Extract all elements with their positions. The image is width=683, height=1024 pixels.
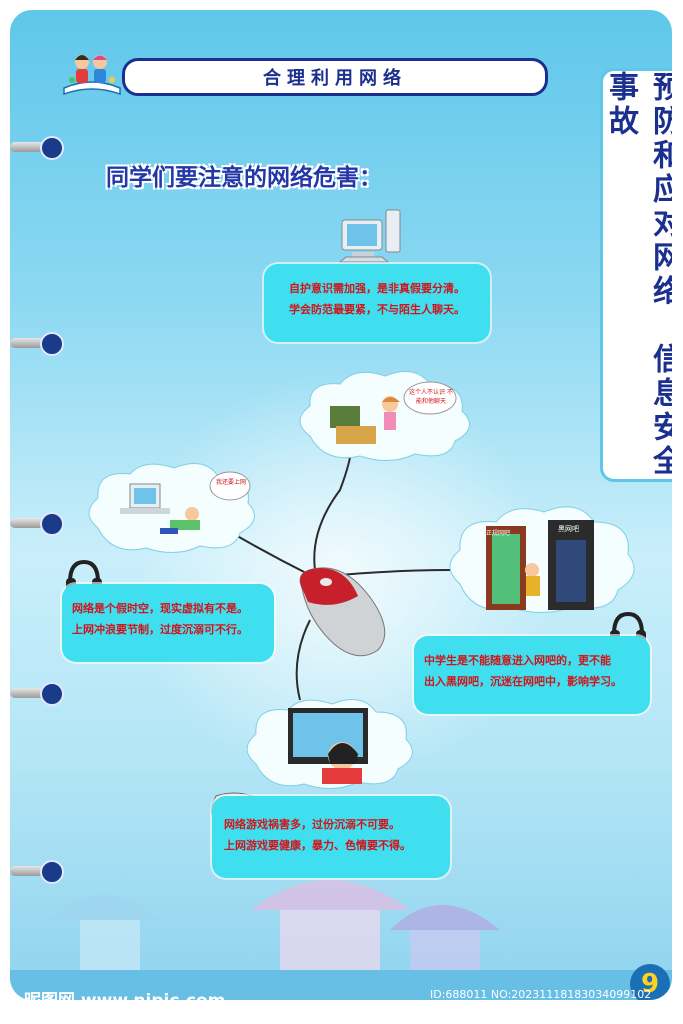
card-virtual: 网络是个假时空，现实虚拟有不是。 上网冲浪要节制，过度沉溺可不行。: [62, 584, 274, 662]
card-games-line1: 网络游戏祸害多，过份沉溺不可要。: [224, 818, 400, 831]
cloud-overuse: 我还要上网: [80, 458, 260, 558]
cloud-gaming: [238, 694, 418, 794]
cloud-internet-cafe: 正规网吧 黑网吧: [440, 500, 640, 618]
watermark-site: 昵图网 www.nipic.com: [24, 991, 226, 1011]
page-title: 合理利用网络: [263, 68, 407, 89]
binder-ring: [10, 136, 64, 160]
card-privacy-line2: 学会防范最要紧，不与陌生人聊天。: [289, 303, 465, 316]
sign-black-cafe: 黑网吧: [558, 525, 579, 533]
bubble-overuse: 我还要上网: [215, 479, 246, 486]
computer-mouse-icon: [294, 566, 394, 662]
card-cafe-line1: 中学生是不能随意进入网吧的，更不能: [424, 654, 611, 667]
card-cafe-line2: 出入黑网吧，沉迷在网吧中，影响学习。: [424, 675, 622, 688]
section-heading: 同学们要注意的网络危害：: [106, 165, 382, 191]
binder-ring: [10, 512, 64, 536]
binder-ring: [10, 332, 64, 356]
binder-ring: [10, 682, 64, 706]
sign-regular-cafe: 正规网吧: [486, 530, 511, 537]
binder-ring: [10, 860, 64, 884]
card-privacy-line1: 自护意识需加强，是非真假要分清。: [289, 282, 465, 295]
card-virtual-line2: 上网冲浪要节制，过度沉溺可不行。: [72, 623, 248, 636]
mushroom-house-scenery: [10, 880, 672, 1000]
card-privacy: 自护意识需加强，是非真假要分清。 学会防范最要紧，不与陌生人聊天。: [264, 264, 490, 342]
side-banner: 预防和应对网络、信息安全事故: [600, 68, 672, 482]
cloud-stranger-chat: 这个人不认识 不能和他聊天: [290, 366, 480, 466]
side-banner-text: 预防和应对网络、信息安全事故: [603, 71, 672, 479]
watermark-id: ID:688011 NO:20231118183034099102: [430, 988, 652, 1001]
card-cafe: 中学生是不能随意进入网吧的，更不能 出入黑网吧，沉迷在网吧中，影响学习。: [414, 636, 650, 714]
card-virtual-line1: 网络是个假时空，现实虚拟有不是。: [72, 602, 248, 615]
title-bar: 合理利用网络: [122, 58, 548, 96]
bubble-stranger: 这个人不认识 不能和他聊天: [409, 389, 453, 405]
kids-book-logo: [62, 48, 122, 96]
poster-page: 合理利用网络 预防和应对网络、信息安全事故 同学们要注意的网络危害： 自护意识需…: [10, 10, 672, 1000]
card-games-line2: 上网游戏要健康，暴力、色情要不得。: [224, 839, 411, 852]
page-number: 9: [630, 964, 670, 1000]
card-games: 网络游戏祸害多，过份沉溺不可要。 上网游戏要健康，暴力、色情要不得。: [212, 796, 450, 878]
desktop-computer-icon: [338, 206, 408, 266]
